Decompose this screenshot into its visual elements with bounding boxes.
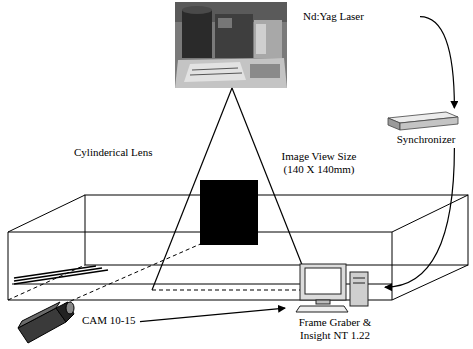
laser-node: Nd:Yag Laser — [175, 2, 420, 88]
camera-node: CAM 10-15 — [12, 292, 140, 346]
laser-photo — [175, 2, 287, 88]
signal-arrow — [140, 308, 285, 322]
laser-sheet — [152, 88, 312, 290]
image-view-area — [200, 180, 258, 245]
signal-arrow — [420, 17, 454, 108]
node-label: Nd:Yag Laser — [303, 10, 364, 23]
camera-illustration — [18, 302, 74, 343]
computer-illustration — [296, 264, 368, 312]
part-label: Cylinderical Lens — [74, 146, 153, 159]
synchronizer-device — [388, 112, 458, 130]
node-label: Synchronizer — [384, 133, 468, 146]
dimension-label: Image View Size (140 X 140mm) — [274, 150, 364, 175]
synchronizer-node: Synchronizer — [384, 108, 472, 148]
computer-node: Frame Graber & Insight NT 1.22 — [285, 262, 385, 346]
signal-arrow — [385, 148, 454, 287]
water-tank — [8, 195, 468, 300]
node-label: CAM 10-15 — [82, 314, 135, 327]
node-label: Frame Graber & Insight NT 1.22 — [291, 316, 379, 341]
view-line — [64, 238, 214, 304]
